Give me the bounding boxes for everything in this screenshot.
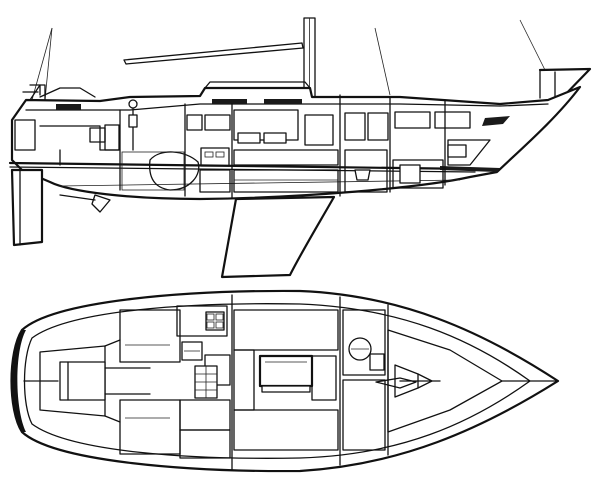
saloon-plan [233,309,339,451]
companionway-steps [194,365,218,399]
propeller-strut [59,194,111,213]
boom [123,42,304,65]
profile-interior [14,84,491,199]
cabin-trunk [39,81,510,126]
mast [303,17,316,99]
hull-profile [8,85,582,201]
bow-pulpit [538,67,592,102]
galley-plan [176,305,231,386]
rudder [10,168,44,247]
profile-view [8,17,592,279]
cockpit-plan [23,345,151,417]
transom [12,330,26,432]
v-berth-plan [387,329,558,433]
head-plan [342,309,417,451]
keel [220,195,336,279]
accommodation-plan-view [10,289,560,473]
